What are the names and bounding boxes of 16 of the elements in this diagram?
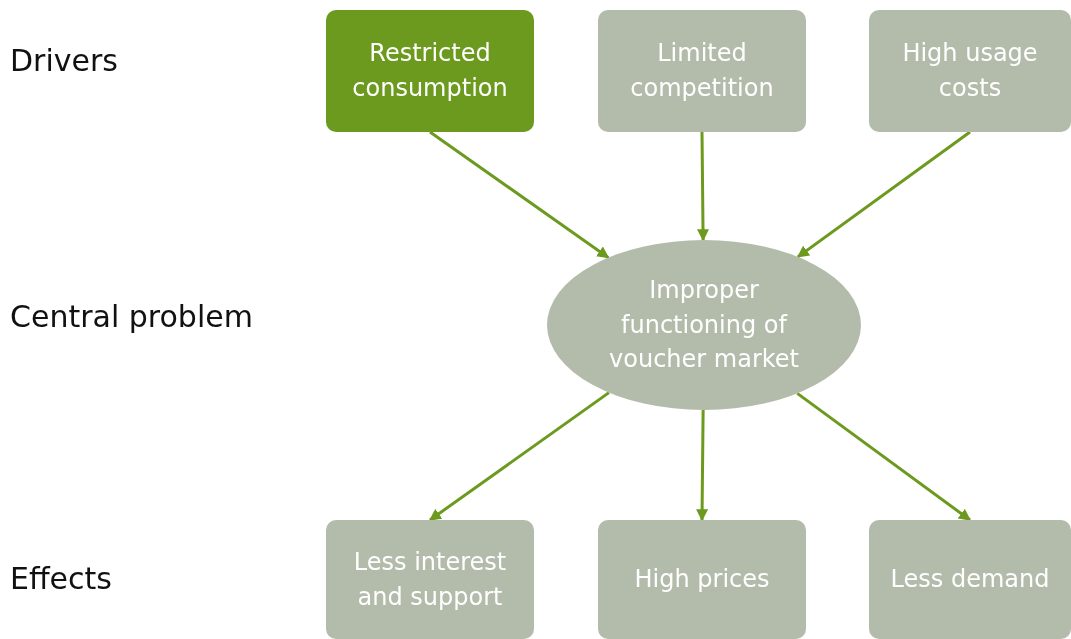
driver-box: High usage costs xyxy=(869,10,1071,132)
driver-box: Restricted consumption xyxy=(326,10,534,132)
arrow xyxy=(429,391,610,522)
row-label: Central problem xyxy=(10,299,253,334)
arrow xyxy=(697,132,709,242)
effect-box: High prices xyxy=(598,520,806,639)
effect-box: Less interest and support xyxy=(326,520,534,639)
arrow xyxy=(429,130,610,259)
driver-box: Limited competition xyxy=(598,10,806,132)
row-label: Drivers xyxy=(10,43,118,78)
arrow xyxy=(696,410,709,522)
problem-ellipse: Improper functioning of voucher market xyxy=(547,240,861,410)
row-label: Effects xyxy=(10,561,112,596)
arrow xyxy=(796,130,971,259)
effect-box: Less demand xyxy=(869,520,1071,639)
arrow xyxy=(796,392,971,522)
